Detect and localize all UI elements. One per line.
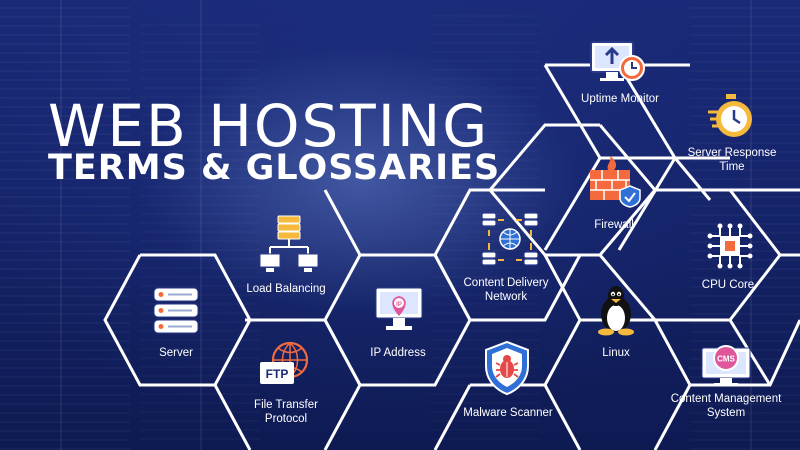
label-line: System	[706, 407, 746, 419]
rack-divider	[200, 0, 202, 450]
cell-label-server-response-time: Server Response Time	[688, 146, 777, 174]
cell-label-server: Server	[159, 347, 193, 359]
malware-scanner-icon	[485, 340, 529, 396]
ftp-icon: FTP	[260, 341, 309, 384]
cell-label-malware-scanner: Malware Scanner	[463, 407, 553, 419]
cell-label-ip-address: IP Address	[370, 347, 426, 359]
page-subtitle: TERMS & GLOSSARIES	[48, 148, 501, 189]
label-line: Protocol	[264, 413, 308, 425]
cell-label-firewall: Firewall	[594, 219, 634, 231]
linux-penguin-icon	[598, 286, 634, 336]
ip-address-icon: IP	[375, 287, 423, 330]
server-icon	[153, 287, 199, 334]
server-rack-background	[140, 20, 260, 440]
cell-label-cdn: Content Delivery Network	[463, 276, 548, 304]
cell-label-linux: Linux	[602, 347, 630, 359]
stopwatch-icon	[708, 94, 752, 137]
rack-divider	[60, 0, 62, 450]
label-line: Content Management	[670, 393, 782, 405]
cms-icon: CMS	[701, 345, 751, 386]
label-line: Network	[484, 291, 528, 303]
page-title: WEB HOSTING	[48, 91, 490, 160]
cell-label-cpu-core: CPU Core	[701, 279, 755, 291]
ip-icon-text: IP	[396, 302, 402, 308]
label-line: File Transfer	[254, 399, 318, 411]
rack-divider	[750, 0, 752, 450]
uptime-monitor-icon	[590, 41, 645, 81]
cell-label-ftp: File Transfer Protocol	[254, 398, 318, 426]
cell-label-uptime-monitor: Uptime Monitor	[581, 93, 659, 105]
ftp-icon-text: FTP	[266, 367, 289, 381]
firewall-icon	[590, 156, 641, 208]
cdn-icon	[481, 212, 539, 266]
label-line: Time	[719, 161, 745, 173]
cms-icon-text: CMS	[717, 355, 735, 364]
cell-label-cms: Content Management System	[671, 392, 782, 420]
cell-label-load-balancing: Load Balancing	[246, 283, 326, 295]
cpu-icon	[707, 223, 753, 269]
label-line: Server Response	[687, 147, 777, 159]
server-rack-background	[0, 0, 130, 450]
load-balancing-icon	[259, 215, 319, 272]
label-line: Content Delivery	[463, 277, 549, 289]
